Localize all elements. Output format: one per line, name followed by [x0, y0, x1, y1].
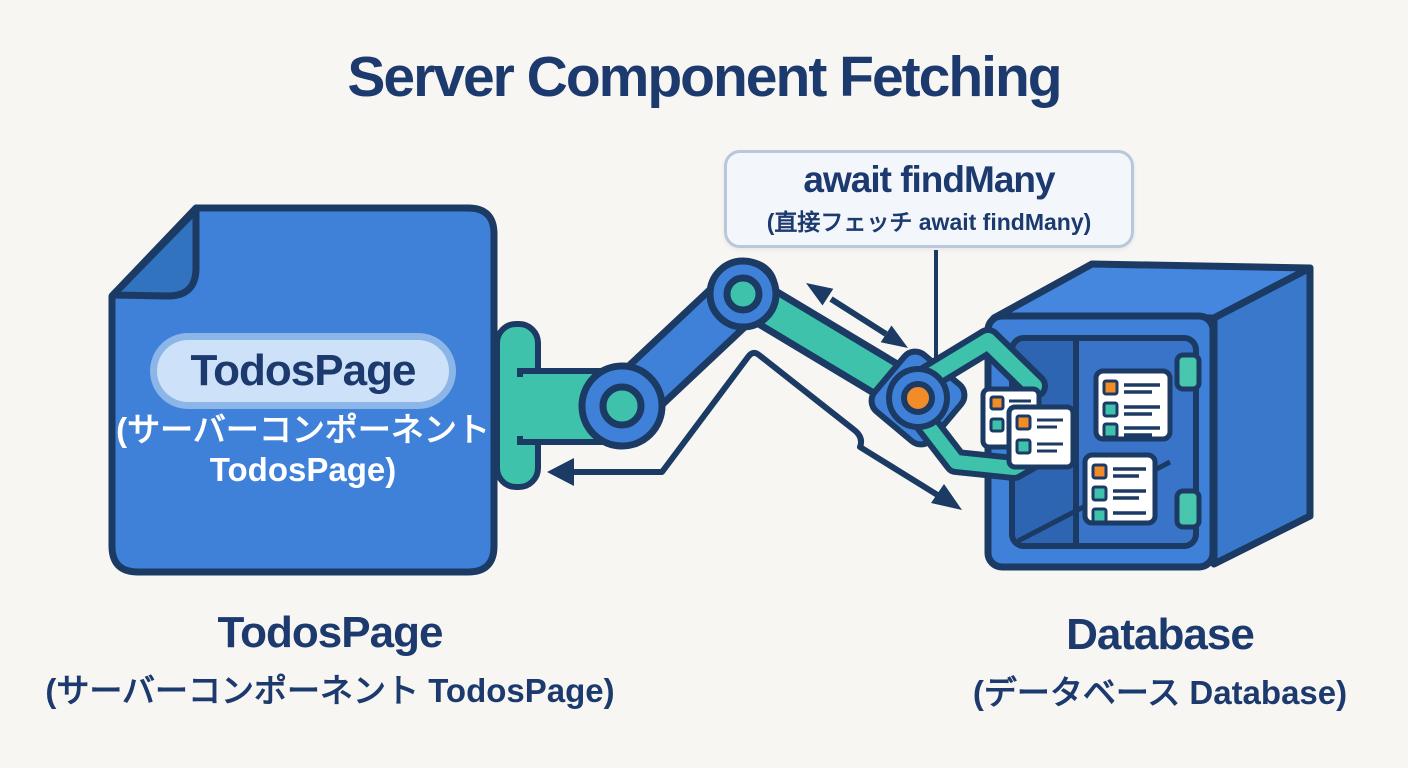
- await-findmany-callout: await findMany (直接フェッチ await findMany): [724, 150, 1134, 248]
- todo-card-icon: [1093, 368, 1173, 442]
- component-caption: TodosPage (サーバーコンポーネント TodosPage): [20, 608, 640, 712]
- hinge-icon: [1174, 352, 1202, 392]
- callout-code-label: await findMany: [803, 158, 1055, 200]
- page-title: Server Component Fetching: [347, 45, 1062, 109]
- database-caption: Database (データベース Database): [930, 610, 1390, 714]
- component-caption-annotation: (サーバーコンポーネント TodosPage): [45, 672, 615, 709]
- document-label-block: TodosPage (サーバーコンポーネント TodosPage): [112, 340, 494, 489]
- component-caption-name: TodosPage: [217, 608, 444, 657]
- return-arrow-icon: [547, 349, 962, 510]
- database-caption-annotation: (データベース Database): [972, 674, 1348, 711]
- hinge-icon: [1174, 488, 1202, 530]
- double-arrow-icon: [806, 283, 908, 348]
- gripper-icon: [868, 327, 1059, 481]
- database-caption-name: Database: [1066, 610, 1255, 659]
- document-fold-corner: [109, 206, 200, 300]
- todospage-badge: TodosPage: [156, 340, 450, 402]
- todo-card-icon: [1006, 404, 1076, 470]
- todo-card-icon: [1082, 452, 1158, 526]
- robot-arm-icon: [494, 257, 940, 490]
- document-annotation-line1: (サーバーコンポーネント: [116, 411, 490, 448]
- document-annotation-line2: TodosPage): [209, 450, 397, 488]
- callout-annotation: (直接フェッチ await findMany): [766, 209, 1092, 236]
